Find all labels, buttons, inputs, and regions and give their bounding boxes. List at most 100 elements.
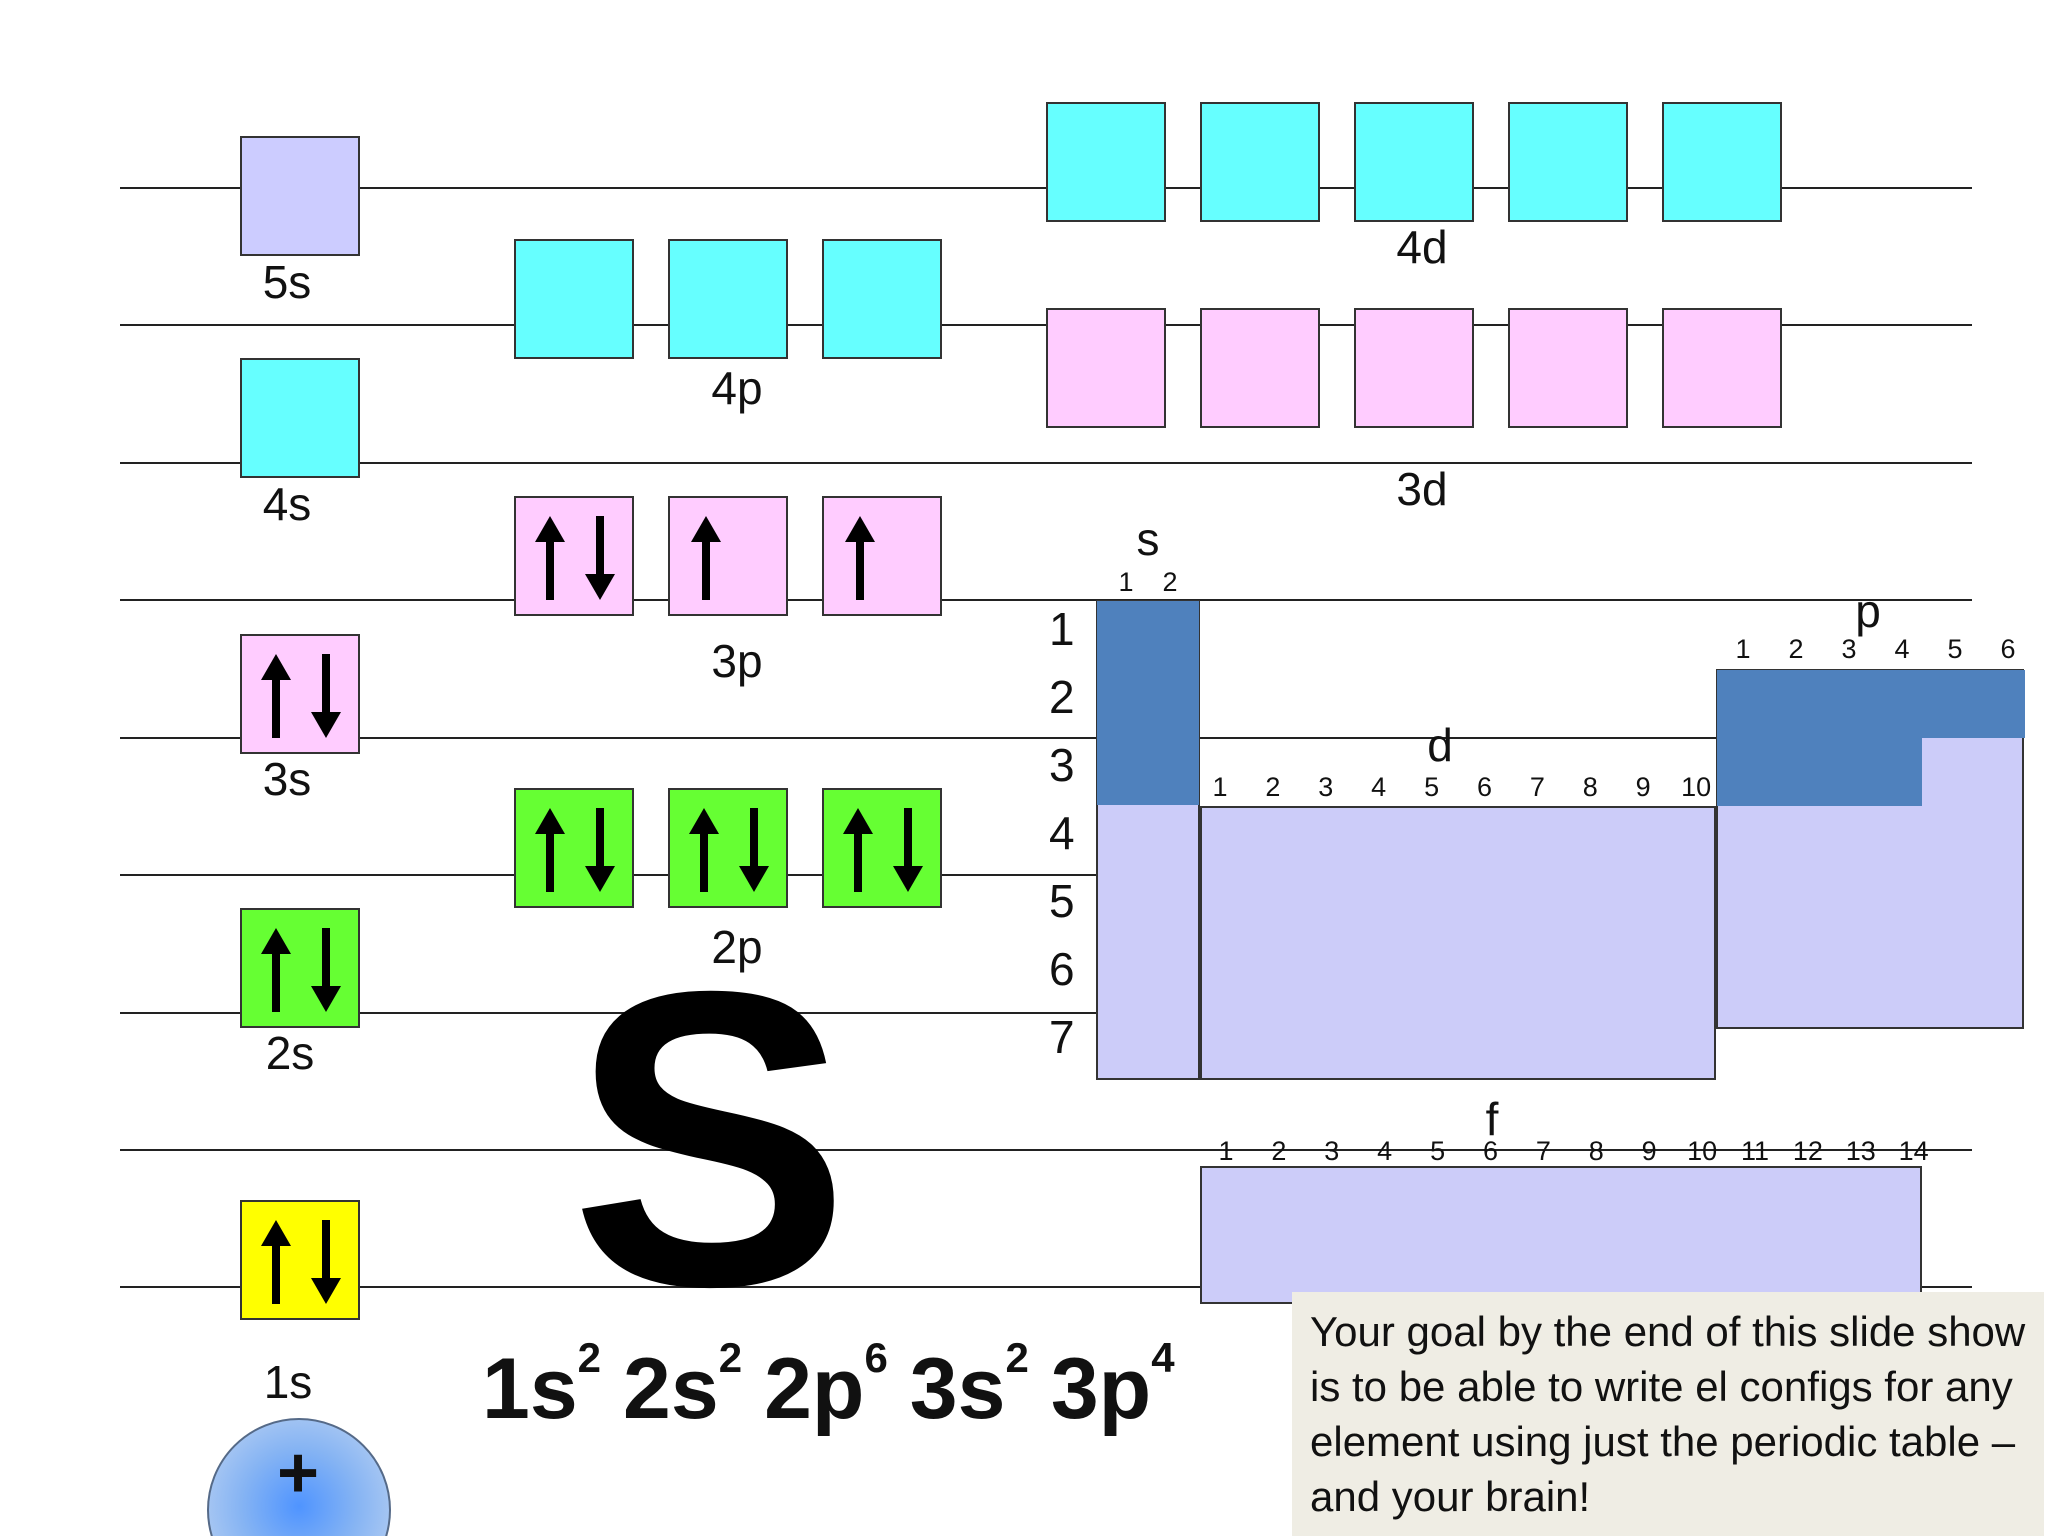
orbital-label-5s: 5s <box>262 256 312 308</box>
config-term-base: 3s <box>909 1341 1006 1437</box>
config-term-2s: 2s2 <box>623 1334 742 1437</box>
orbital-label-3s: 3s <box>262 753 312 805</box>
electron-up-arrow-icon <box>845 516 875 600</box>
orbital-label-2p: 2p <box>711 921 763 973</box>
orbital-label-4d: 4d <box>1396 221 1448 273</box>
d-block-column-6: 6 <box>1476 772 1493 802</box>
energy-level-line-1 <box>120 1286 1972 1288</box>
f-block-column-1: 1 <box>1218 1136 1234 1166</box>
config-term-base: 2s <box>623 1341 719 1437</box>
orbital-box-3d-4 <box>1508 308 1628 428</box>
period-number-7: 7 <box>1049 1011 1075 1063</box>
electron-pair-arrows-icon <box>535 516 615 600</box>
p-block-label: p <box>1855 585 1881 637</box>
orbital-box-5s-1 <box>240 136 360 256</box>
f-block-column-5: 5 <box>1430 1136 1446 1166</box>
period-number-1: 1 <box>1049 603 1075 655</box>
d-block-column-2: 2 <box>1265 772 1281 802</box>
energy-level-line-2 <box>120 1149 1972 1151</box>
orbital-box-3d-2 <box>1200 308 1320 428</box>
p-block-filled-period3-col-4 <box>1871 738 1923 806</box>
p-block-column-6: 6 <box>2000 634 2016 664</box>
orbital-box-2p-1 <box>514 788 634 908</box>
p-block-filled-period3-col-2 <box>1768 738 1820 806</box>
orbital-box-4d-4 <box>1508 102 1628 222</box>
orbital-box-4p-2 <box>668 239 788 359</box>
s-block-column-2: 2 <box>1162 567 1178 597</box>
orbital-box-4d-5 <box>1662 102 1782 222</box>
config-term-exponent: 4 <box>1151 1334 1175 1381</box>
orbital-label-2s: 2s <box>265 1027 315 1079</box>
config-term-exponent: 2 <box>1005 1334 1029 1381</box>
orbital-box-4d-2 <box>1200 102 1320 222</box>
s-block-column-1: 1 <box>1118 567 1134 597</box>
f-block-column-3: 3 <box>1324 1136 1340 1166</box>
f-block-label: f <box>1485 1093 1499 1145</box>
f-block-column-4: 4 <box>1377 1136 1393 1166</box>
d-block-column-5: 5 <box>1424 772 1440 802</box>
orbital-box-3p-2 <box>668 496 788 616</box>
nucleus-plus-sign: + <box>276 1433 320 1513</box>
orbital-label-4s: 4s <box>262 478 312 530</box>
d-block-column-8: 8 <box>1582 772 1598 802</box>
f-block-column-6: 6 <box>1482 1136 1499 1166</box>
p-block-column-2: 2 <box>1788 634 1804 664</box>
s-block-filled-row-1 <box>1097 601 1199 669</box>
config-term-2p: 2p6 <box>764 1334 888 1437</box>
d-block-column-10: 10 <box>1681 772 1712 802</box>
f-block-column-13: 13 <box>1845 1136 1876 1166</box>
orbital-box-4p-1 <box>514 239 634 359</box>
p-block-filled-period2-col-1 <box>1717 670 1769 738</box>
orbital-box-4s-1 <box>240 358 360 478</box>
period-number-4: 4 <box>1049 807 1075 859</box>
orbital-box-3d-3 <box>1354 308 1474 428</box>
period-number-2: 2 <box>1049 671 1075 723</box>
orbital-box-2p-3 <box>822 788 942 908</box>
p-block-filled-period2-col-4 <box>1871 670 1923 738</box>
energy-level-line-6 <box>120 599 1972 601</box>
electron-pair-arrows-icon <box>535 808 615 892</box>
f-block-column-10: 10 <box>1687 1136 1718 1166</box>
d-block <box>1200 806 1716 1080</box>
p-block-filled-period2-col-5 <box>1922 670 1974 738</box>
p-block-filled-period3-col-1 <box>1717 738 1769 806</box>
electron-pair-arrows-icon <box>843 808 923 892</box>
orbital-box-3p-1 <box>514 496 634 616</box>
p-block-filled-period3-col-3 <box>1819 738 1871 806</box>
energy-level-line-3 <box>120 1012 1972 1014</box>
p-block-column-5: 5 <box>1947 634 1963 664</box>
period-number-6: 6 <box>1049 943 1075 995</box>
config-term-1s: 1s2 <box>482 1334 601 1437</box>
d-block-column-3: 3 <box>1318 772 1334 802</box>
f-block-column-2: 2 <box>1271 1136 1287 1166</box>
orbital-label-3p: 3p <box>711 635 763 687</box>
s-block-filled-row-2 <box>1097 669 1199 737</box>
orbital-box-4p-3 <box>822 239 942 359</box>
energy-level-line-4 <box>120 874 1972 876</box>
orbital-box-3p-3 <box>822 496 942 616</box>
energy-level-line-5 <box>120 737 1972 739</box>
d-block-column-7: 7 <box>1529 772 1545 802</box>
f-block-column-7: 7 <box>1535 1136 1551 1166</box>
f-block-column-9: 9 <box>1641 1136 1657 1166</box>
orbital-box-2p-2 <box>668 788 788 908</box>
config-term-exponent: 6 <box>864 1334 888 1381</box>
s-block-label: s <box>1136 513 1160 565</box>
config-term-base: 1s <box>482 1341 578 1437</box>
electron-up-arrow-icon <box>691 516 721 600</box>
p-block-column-3: 3 <box>1841 634 1857 664</box>
config-term-3p: 3p4 <box>1051 1334 1175 1437</box>
period-number-3: 3 <box>1049 739 1075 791</box>
orbital-box-4d-1 <box>1046 102 1166 222</box>
orbital-label-1s: 1s <box>263 1356 313 1408</box>
d-block-column-4: 4 <box>1371 772 1387 802</box>
f-block-column-12: 12 <box>1792 1136 1823 1166</box>
f-block <box>1200 1166 1922 1304</box>
orbital-label-4p: 4p <box>711 362 763 414</box>
p-block-filled-period2-col-3 <box>1819 670 1871 738</box>
electron-pair-arrows-icon <box>261 1220 341 1304</box>
orbital-box-3d-1 <box>1046 308 1166 428</box>
d-block-column-9: 9 <box>1635 772 1651 802</box>
